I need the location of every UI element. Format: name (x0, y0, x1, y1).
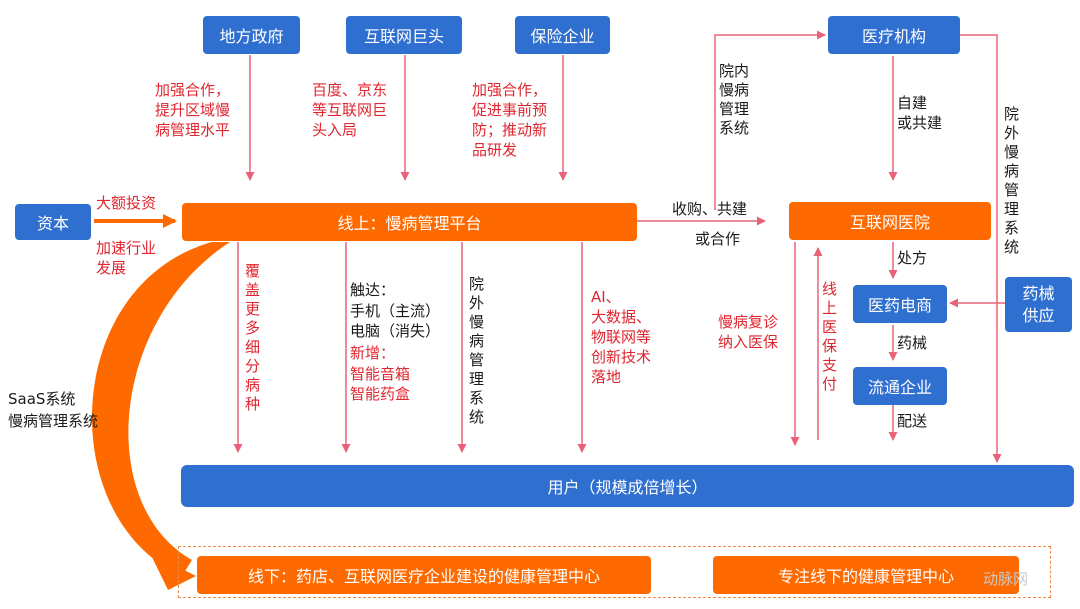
local-government-box: 地方政府 (203, 16, 300, 54)
touch-label: 触达： (350, 281, 396, 299)
insurance-box: 保险企业 (515, 16, 610, 54)
internet-hospital-box: 互联网医院 (789, 202, 991, 240)
revisit-label: 慢病复诊 纳入医保 (718, 313, 779, 351)
arrow-out-hospital-right (960, 34, 1002, 463)
offline-right-box: 专注线下的健康管理中心 (713, 556, 1019, 594)
insurance-action-label: 加强合作， 促进事前预 防；推动新 品研发 (472, 81, 548, 159)
acquire-label: 收购、共建 (672, 200, 748, 218)
devices-label: 药械 (897, 334, 928, 352)
tech-label: AI、 大数据、 物联网等 创新技术 落地 (591, 288, 652, 386)
touch-list: 手机（主流） 电脑（消失） (350, 302, 441, 340)
saas-curve-arrowhead (150, 553, 196, 590)
internet-giants-box: 互联网巨头 (346, 16, 462, 54)
saas-label: SaaS系统 慢病管理系统 (8, 390, 99, 430)
pharma-ecommerce-box: 医药电商 (853, 285, 947, 323)
medical-institutions-box: 医疗机构 (828, 16, 960, 54)
supply-box: 药械 供应 (1005, 277, 1072, 332)
giants-action-label: 百度、京东 等互联网巨 头入局 (312, 81, 388, 139)
arrow-in-hospital-system (714, 30, 826, 210)
saas-curve-arrow (91, 242, 230, 576)
capital-box: 资本 (15, 204, 91, 240)
out-hospital-system-mid-label: 院外慢病管理系统 (469, 275, 485, 426)
or-cooperate-label: 或合作 (695, 230, 741, 248)
new-list: 智能音箱 智能药盒 (350, 365, 411, 403)
platform-bar: 线上：慢病管理平台 (182, 203, 637, 241)
coverage-label: 覆盖更多细分病种 (245, 262, 261, 413)
new-label: 新增： (350, 344, 396, 362)
distribution-box: 流通企业 (853, 367, 947, 405)
offline-dashed-frame (178, 546, 1051, 598)
watermark: 动脉网 (983, 570, 1029, 588)
insurance-pay-label: 线上医保支付 (822, 280, 838, 393)
out-hospital-system-right-label: 院外慢病管理系统 (1004, 105, 1020, 256)
in-hospital-system-label: 院内 慢病 管理 系统 (719, 62, 750, 137)
prescription-label: 处方 (897, 249, 928, 267)
users-bar: 用户（规模成倍增长） (181, 465, 1074, 507)
self-build-label: 自建 或共建 (897, 94, 943, 132)
delivery-label: 配送 (897, 412, 928, 430)
big-invest-label: 大额投资 (96, 194, 157, 212)
speed-up-label: 加速行业 发展 (96, 239, 157, 277)
offline-left-box: 线下：药店、互联网医疗企业建设的健康管理中心 (197, 556, 651, 594)
gov-action-label: 加强合作， 提升区域慢 病管理水平 (155, 81, 231, 139)
